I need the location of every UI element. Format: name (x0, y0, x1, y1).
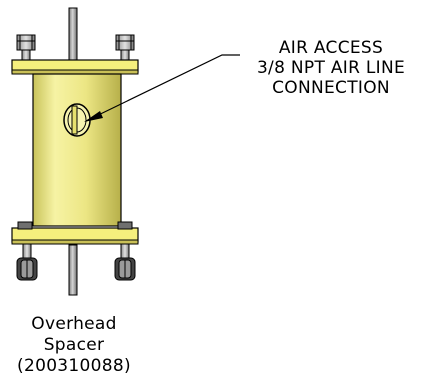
caption-line-2: Spacer (43, 335, 105, 355)
bottom-left-nut (16, 243, 38, 281)
air-access-port (63, 103, 91, 137)
callout-line-1: AIR ACCESS (278, 38, 384, 58)
callout-line-3: CONNECTION (272, 78, 390, 98)
center-rod-top (68, 7, 78, 64)
top-left-bolt (16, 34, 36, 63)
caption-line-3: (200310088) (17, 356, 131, 376)
caption-line-1: Overhead (31, 314, 117, 334)
callout-line-2: 3/8 NPT AIR LINE (256, 58, 406, 78)
callout-leader (84, 54, 240, 122)
air-access-callout: AIR ACCESS 3/8 NPT AIR LINE CONNECTION (236, 38, 426, 98)
cylinder-body (32, 73, 122, 227)
center-rod-bottom (68, 244, 78, 296)
bottom-right-nut (114, 243, 136, 281)
part-caption: Overhead Spacer (200310088) (0, 314, 148, 377)
top-right-bolt (115, 34, 135, 63)
